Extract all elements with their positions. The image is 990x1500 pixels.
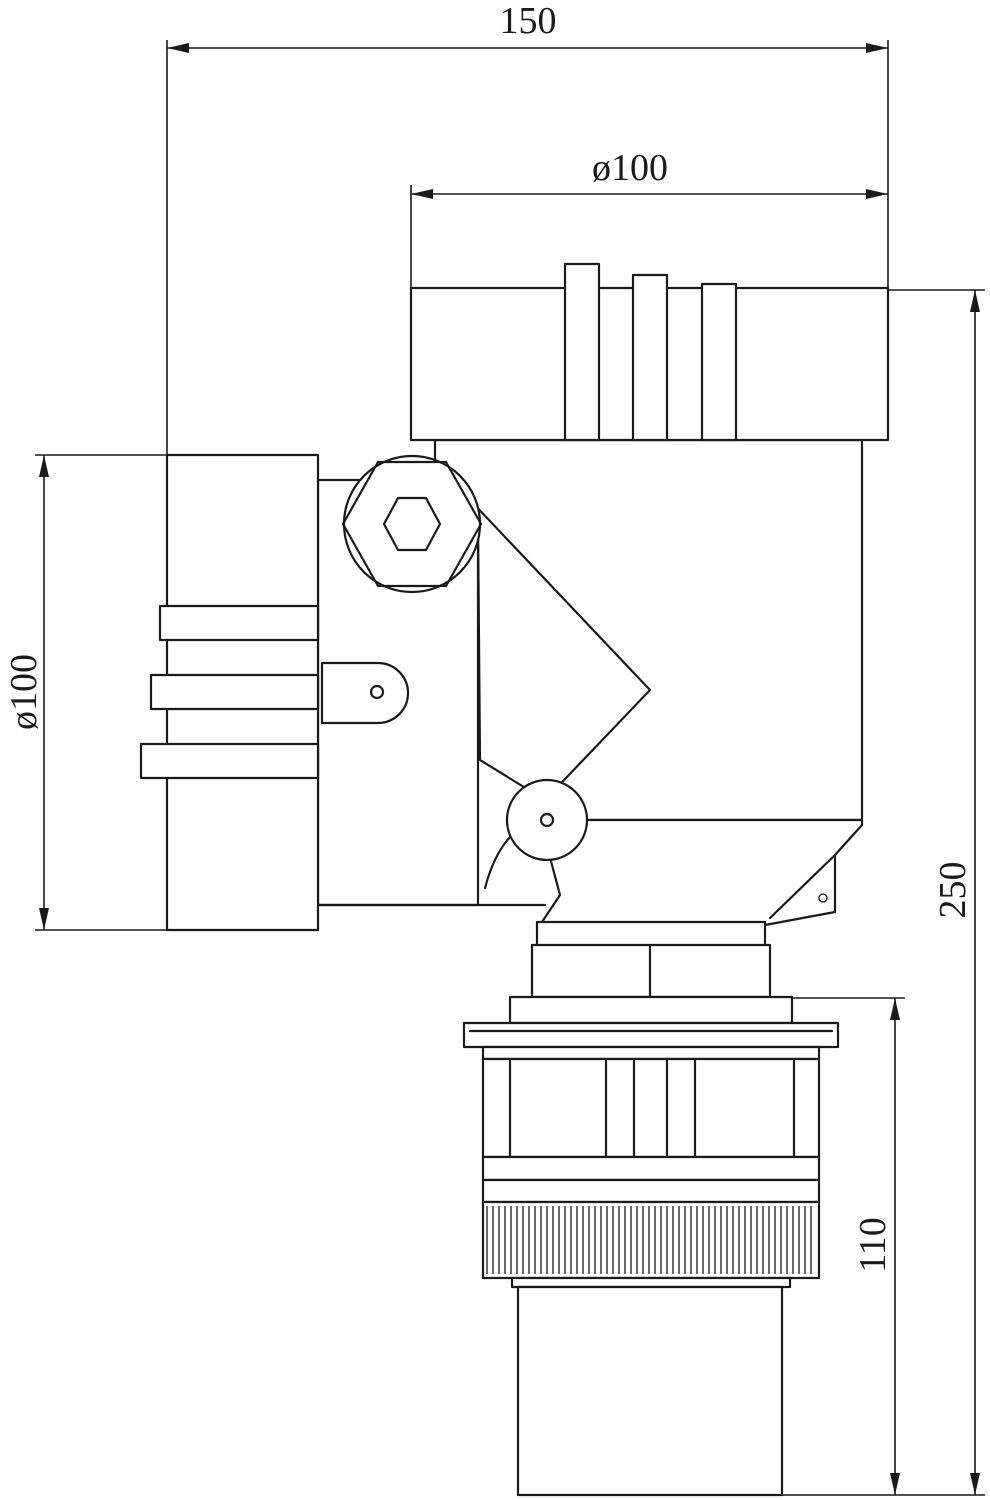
dimension-side-cover-diameter: ø100 [3,454,167,931]
cable-gland-nut [341,454,483,594]
top-cover [409,262,890,442]
overall-height-label: 250 [932,862,974,919]
overall-width-label: 150 [500,0,557,42]
probe-tube [516,1285,784,1497]
lock-tab [320,661,410,725]
neck-adapter [508,920,794,1025]
probe-height-label: 110 [852,1217,894,1273]
dimension-overall-height: 250 [780,289,985,1496]
side-cover-diameter-label: ø100 [3,654,45,730]
dimension-probe-height: 110 [790,997,905,1495]
probe-flange [462,1021,840,1204]
dimension-overall-width: 150 [166,0,889,455]
dimension-cover-diameter: ø100 [410,147,888,290]
side-cover [139,453,320,932]
cover-diameter-label: ø100 [592,147,668,189]
hinge-pin [505,778,589,862]
knurled-ring [481,1200,821,1289]
